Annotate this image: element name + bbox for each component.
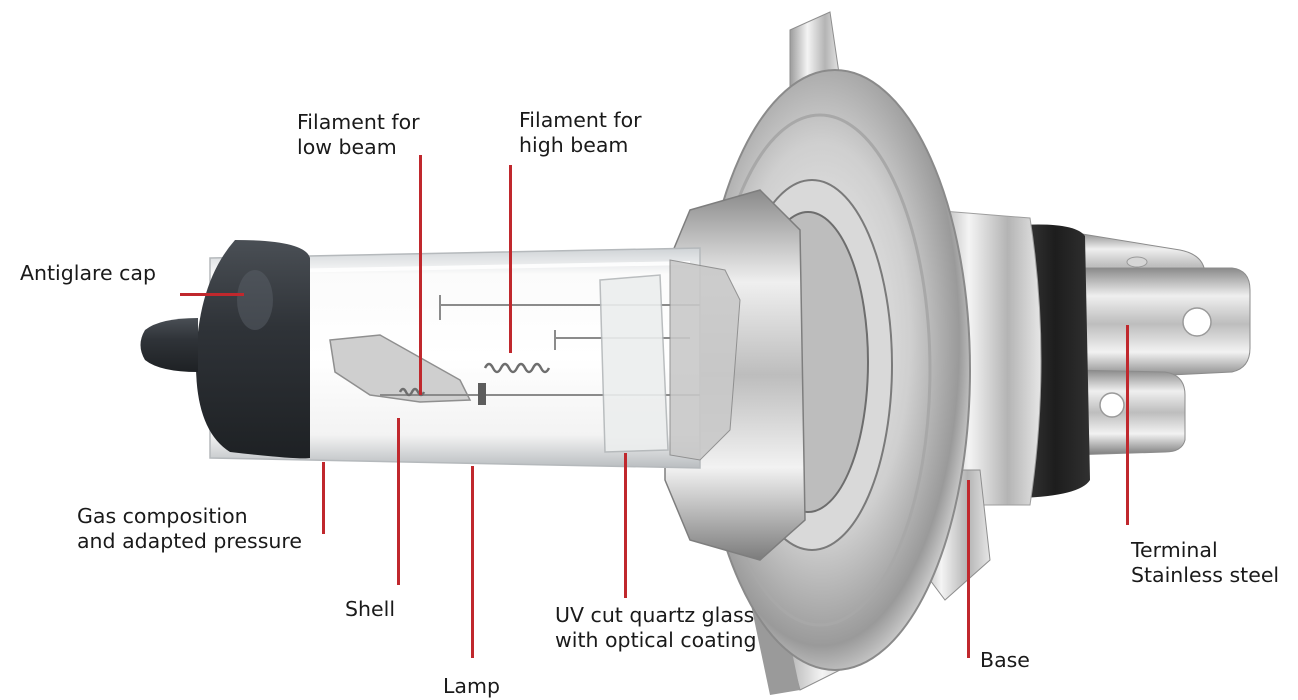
label-line: and adapted pressure: [77, 529, 302, 553]
leader-lamp: [471, 466, 474, 658]
label-line: Lamp: [443, 674, 500, 698]
leader-shell: [397, 418, 400, 585]
label-line: Filament for: [519, 108, 642, 132]
label-line: high beam: [519, 133, 629, 157]
label-shell: Shell: [345, 597, 395, 622]
label-terminal: Terminal Stainless steel: [1131, 538, 1279, 588]
leader-filament-high-beam: [509, 165, 512, 353]
label-line: UV cut quartz glass: [555, 603, 755, 627]
label-line: Base: [980, 648, 1030, 672]
pinch-seal: [599, 274, 669, 453]
label-line: with optical coating: [555, 628, 757, 652]
leader-filament-low-beam: [419, 155, 422, 395]
high-beam-coil: [483, 362, 551, 374]
label-filament-low-beam: Filament for low beam: [297, 110, 420, 160]
label-antiglare-cap: Antiglare cap: [20, 261, 156, 286]
label-line: Stainless steel: [1131, 563, 1280, 587]
label-lamp: Lamp: [443, 674, 500, 699]
shield-shape: [329, 334, 472, 403]
leader-antiglare-cap: [180, 293, 244, 296]
label-base: Base: [980, 648, 1030, 673]
label-line: Shell: [345, 597, 396, 621]
leader-terminal: [1126, 325, 1129, 525]
label-gas-composition: Gas composition and adapted pressure: [77, 504, 302, 554]
leader-gas-composition: [322, 462, 325, 534]
label-filament-high-beam: Filament for high beam: [519, 108, 642, 158]
label-line: low beam: [297, 135, 397, 159]
antiglare-cap-shape: [140, 240, 310, 459]
label-line: Antiglare cap: [20, 261, 156, 285]
label-line: Filament for: [297, 110, 420, 134]
leader-uv-glass: [624, 453, 627, 598]
label-uv-glass: UV cut quartz glass with optical coating: [555, 603, 756, 653]
label-line: Gas composition: [77, 504, 248, 528]
leader-base: [967, 480, 970, 658]
label-line: Terminal: [1131, 538, 1218, 562]
terminal-tabs: [1069, 231, 1251, 456]
